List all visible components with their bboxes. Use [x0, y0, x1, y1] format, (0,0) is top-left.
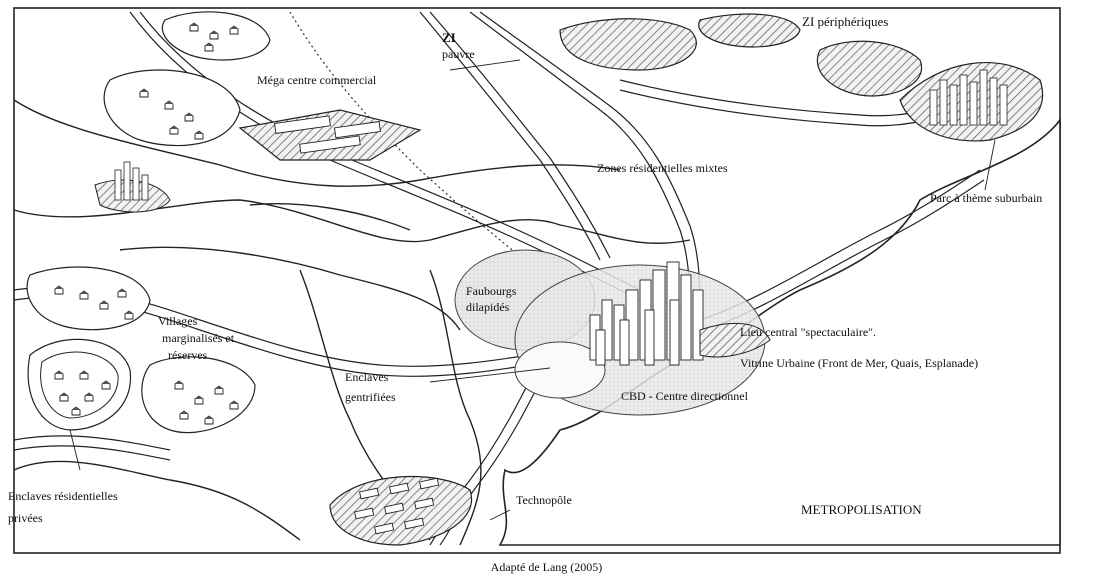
label-enclaves-residentielles-line-1: Enclaves résidentielles	[8, 485, 118, 507]
label-enclaves-gentrifiees-line-1: Enclaves	[345, 367, 396, 387]
label-enclaves-gentrifiees: Enclaves gentrifiées	[345, 367, 396, 407]
figure-caption: Adapté de Lang (2005)	[0, 560, 1093, 575]
label-zi-pauvre: ZI pauvre	[442, 30, 475, 62]
label-zi-pauvre-line-2: pauvre	[442, 46, 475, 62]
label-zi-peripheriques: ZI périphériques	[802, 14, 888, 30]
label-faubourgs-line-1: Faubourgs	[466, 283, 516, 299]
label-enclaves-gentrifiees-line-2: gentrifiées	[345, 387, 396, 407]
label-lieu-central: Lieu central "spectaculaire".	[740, 324, 876, 340]
label-zones-residentielles: Zones résidentielles mixtes	[597, 160, 728, 176]
label-villages: Villages marginalisés et réserves	[158, 313, 234, 364]
label-parc-theme: Parc à thème suburbain	[930, 190, 1042, 206]
label-faubourgs: Faubourgs dilapidés	[466, 283, 516, 315]
label-villages-line-1: Villages	[158, 313, 234, 330]
label-faubourgs-line-2: dilapidés	[466, 299, 516, 315]
label-villages-line-2: marginalisés et	[162, 330, 234, 347]
label-vitrine: Vitrine Urbaine (Front de Mer, Quais, Es…	[740, 355, 978, 371]
label-villages-line-3: réserves	[168, 347, 234, 364]
label-technopole: Technopôle	[516, 492, 572, 508]
label-metropolisation: METROPOLISATION	[801, 502, 922, 518]
label-cbd: CBD - Centre directionnel	[621, 388, 748, 404]
label-enclaves-residentielles-line-2: privées	[8, 507, 118, 529]
label-enclaves-residentielles: Enclaves résidentielles privées	[8, 485, 118, 529]
label-zi-pauvre-line-1: ZI	[442, 30, 475, 46]
label-mega-centre: Méga centre commercial	[257, 72, 376, 88]
